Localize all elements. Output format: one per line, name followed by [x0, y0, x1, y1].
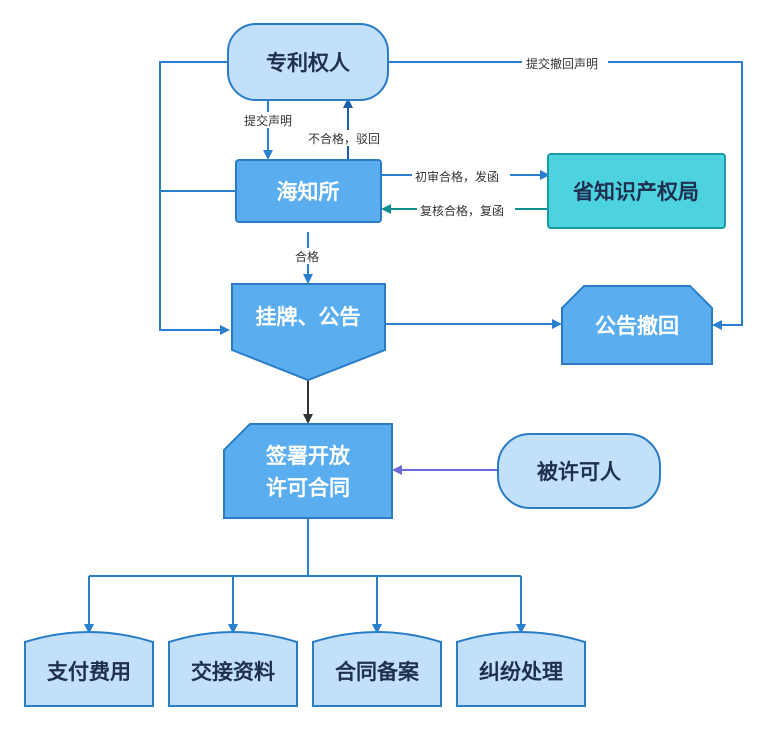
node-listing-label: 挂牌、公告 — [256, 305, 361, 329]
node-haizhi-label: 海知所 — [277, 180, 340, 204]
node-sign-contract: 签署开放 许可合同 — [223, 423, 393, 519]
node-patentee-label: 专利权人 — [266, 51, 350, 75]
node-licensee: 被许可人 — [497, 433, 661, 509]
edge-label-submit-withdraw: 提交撤回声明 — [526, 56, 598, 71]
edge-patentee-to-listing-left-loop — [159, 61, 230, 335]
node-handover-label: 交接资料 — [191, 660, 275, 684]
edge-label-rejected: 不合格，驳回 — [308, 131, 380, 146]
edge-label-first-review-pass: 初审合格，发函 — [415, 169, 499, 184]
node-pay-fee: 支付费用 — [24, 631, 154, 707]
node-sign-contract-line2: 许可合同 — [266, 476, 350, 500]
node-provincial-office-label: 省知识产权局 — [572, 180, 699, 204]
node-dispute-label: 纠纷处理 — [479, 660, 563, 684]
edge-label-second-review-pass: 复核合格，复函 — [420, 203, 504, 218]
node-contract-filing: 合同备案 — [312, 631, 442, 707]
node-patentee: 专利权人 — [227, 23, 389, 101]
node-handover: 交接资料 — [168, 631, 298, 707]
node-pay-fee-label: 支付费用 — [47, 660, 131, 684]
node-listing: 挂牌、公告 — [231, 283, 386, 382]
edge-label-qualified: 合格 — [295, 249, 319, 264]
node-licensee-label: 被许可人 — [537, 460, 621, 484]
node-haizhi: 海知所 — [235, 159, 382, 223]
node-withdraw: 公告撤回 — [561, 285, 713, 365]
node-provincial-office: 省知识产权局 — [547, 153, 726, 229]
node-sign-contract-line1: 签署开放 — [265, 444, 351, 468]
node-withdraw-label: 公告撤回 — [595, 314, 679, 338]
node-dispute: 纠纷处理 — [456, 631, 586, 707]
node-contract-filing-label: 合同备案 — [335, 660, 420, 684]
edge-label-submit-declaration: 提交声明 — [244, 113, 292, 128]
